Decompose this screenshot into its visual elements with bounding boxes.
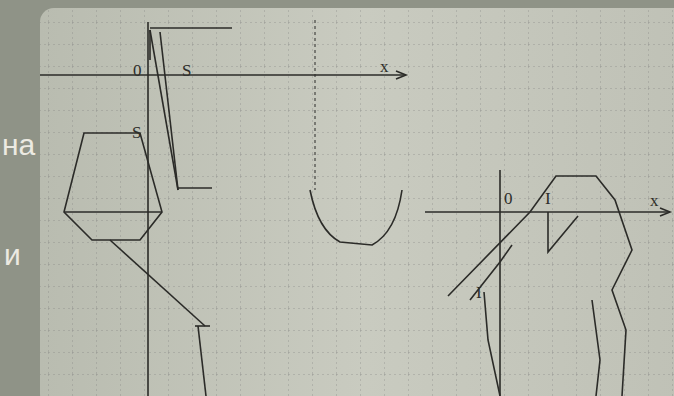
axis-label: x (380, 58, 389, 75)
point-label: S (182, 62, 191, 79)
drawing-lines (40, 20, 670, 396)
point-label: I (476, 284, 482, 301)
point-label: S (132, 124, 141, 141)
slide-text-fragment: и (4, 240, 21, 270)
axis-label: x (650, 192, 659, 209)
slide-text-fragment: на (2, 130, 35, 160)
point-label: I (545, 190, 551, 207)
origin-label: 0 (133, 62, 142, 79)
origin-label: 0 (504, 190, 513, 207)
grid (40, 8, 674, 396)
photo-panel (40, 8, 674, 396)
